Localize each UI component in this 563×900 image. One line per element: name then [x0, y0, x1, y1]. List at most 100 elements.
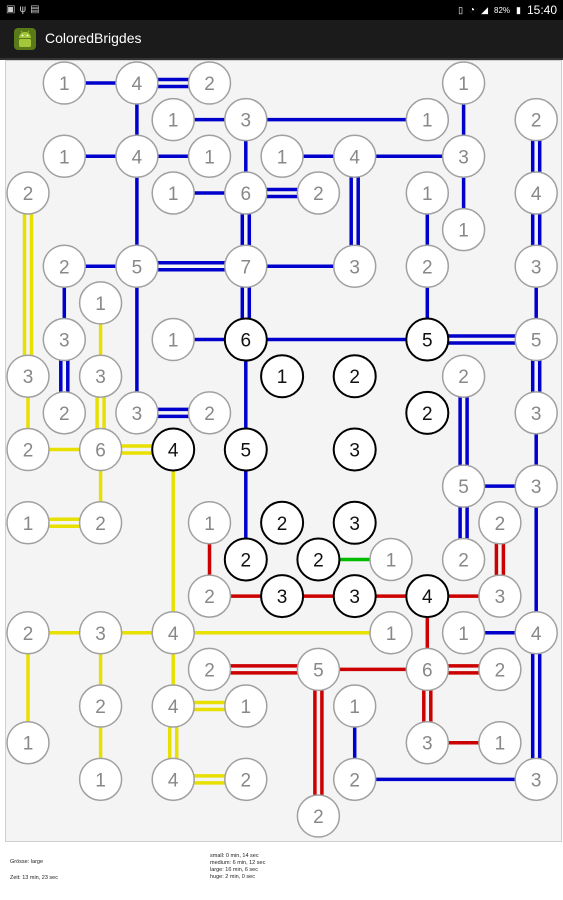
island-f4[interactable]: 3	[332, 244, 377, 288]
island-circle[interactable]	[151, 757, 195, 802]
island-f6[interactable]: 3	[514, 244, 558, 288]
island-i2[interactable]: 3	[78, 354, 123, 398]
island-s3[interactable]: 1	[478, 720, 522, 765]
island-circle[interactable]	[441, 207, 486, 252]
island-l1[interactable]: 5	[441, 464, 486, 508]
island-h3[interactable]: 6	[223, 317, 268, 362]
island-circle[interactable]	[296, 171, 341, 215]
island-circle[interactable]	[478, 647, 522, 692]
island-d1[interactable]: 2	[6, 171, 50, 215]
bridge-q2-u1[interactable]	[313, 669, 324, 816]
island-r4[interactable]: 1	[332, 684, 377, 728]
island-p3[interactable]: 4	[151, 611, 195, 655]
bridge-d1-i1[interactable]	[22, 192, 34, 377]
island-circle[interactable]	[441, 537, 486, 582]
island-t5[interactable]: 3	[514, 757, 558, 802]
island-circle[interactable]	[478, 501, 522, 545]
island-h2[interactable]: 1	[151, 317, 195, 362]
island-k5[interactable]: 3	[332, 427, 377, 472]
island-k4[interactable]: 5	[223, 427, 268, 472]
island-d6[interactable]: 4	[514, 171, 558, 215]
island-circle[interactable]	[441, 464, 486, 508]
island-circle[interactable]	[187, 391, 232, 435]
island-f5[interactable]: 2	[405, 244, 450, 288]
island-circle[interactable]	[405, 244, 450, 288]
island-circle[interactable]	[405, 720, 450, 765]
island-t4[interactable]: 2	[332, 757, 377, 802]
island-m3[interactable]: 1	[187, 501, 232, 545]
island-circle[interactable]	[151, 97, 195, 142]
island-circle[interactable]	[514, 391, 558, 435]
island-j4[interactable]: 2	[405, 390, 450, 435]
bridge-p6-t5[interactable]	[530, 632, 542, 780]
island-circle[interactable]	[187, 501, 232, 545]
island-circle[interactable]	[478, 720, 522, 765]
island-circle[interactable]	[478, 574, 522, 618]
island-j5[interactable]: 3	[514, 391, 558, 435]
island-c5[interactable]: 4	[332, 134, 377, 179]
island-q2[interactable]: 5	[296, 647, 341, 692]
island-circle[interactable]	[514, 317, 558, 362]
island-r1[interactable]: 2	[78, 684, 123, 728]
island-circle[interactable]	[78, 684, 123, 728]
island-m6[interactable]: 2	[478, 501, 522, 545]
island-c4[interactable]: 1	[260, 134, 304, 179]
island-i3[interactable]: 1	[260, 354, 305, 399]
island-circle[interactable]	[332, 500, 377, 545]
island-s1[interactable]: 1	[6, 720, 50, 765]
island-circle[interactable]	[260, 574, 305, 619]
island-circle[interactable]	[405, 97, 450, 142]
island-circle[interactable]	[6, 171, 50, 215]
island-i4[interactable]: 2	[332, 354, 377, 399]
island-circle[interactable]	[224, 97, 268, 142]
island-circle[interactable]	[115, 244, 159, 288]
island-circle[interactable]	[78, 281, 123, 325]
island-circle[interactable]	[332, 134, 377, 179]
island-p4[interactable]: 1	[369, 611, 413, 655]
island-a4[interactable]: 1	[441, 61, 486, 105]
island-q3[interactable]: 6	[405, 647, 450, 692]
island-circle[interactable]	[369, 537, 413, 582]
island-d3[interactable]: 6	[224, 171, 268, 215]
island-b2[interactable]: 3	[224, 97, 268, 142]
island-circle[interactable]	[405, 171, 450, 215]
island-circle[interactable]	[187, 61, 232, 105]
island-a3[interactable]: 2	[187, 61, 232, 105]
island-b1[interactable]: 1	[151, 97, 195, 142]
island-a2[interactable]: 4	[115, 61, 159, 105]
island-circle[interactable]	[296, 537, 341, 582]
island-circle[interactable]	[6, 354, 50, 398]
island-b3[interactable]: 1	[405, 97, 450, 142]
island-circle[interactable]	[260, 354, 305, 399]
island-circle[interactable]	[78, 501, 123, 545]
island-a1[interactable]: 1	[42, 61, 87, 105]
island-circle[interactable]	[332, 757, 377, 802]
island-j3[interactable]: 2	[187, 391, 232, 435]
island-o5[interactable]: 3	[478, 574, 522, 618]
island-circle[interactable]	[187, 647, 232, 692]
island-circle[interactable]	[514, 757, 558, 802]
island-g1[interactable]: 1	[78, 281, 123, 325]
island-f3[interactable]: 7	[224, 244, 268, 288]
island-c2[interactable]: 4	[115, 134, 159, 179]
island-e1[interactable]: 1	[441, 207, 486, 252]
island-d4[interactable]: 2	[296, 171, 341, 215]
island-circle[interactable]	[42, 244, 87, 288]
island-circle[interactable]	[441, 354, 486, 398]
island-circle[interactable]	[151, 171, 195, 215]
island-circle[interactable]	[441, 134, 486, 179]
island-circle[interactable]	[151, 611, 195, 655]
island-circle[interactable]	[224, 757, 268, 802]
island-m2[interactable]: 2	[78, 501, 123, 545]
island-circle[interactable]	[42, 317, 87, 362]
island-circle[interactable]	[514, 97, 558, 142]
island-h5[interactable]: 5	[514, 317, 558, 362]
island-circle[interactable]	[260, 134, 304, 179]
island-circle[interactable]	[296, 794, 341, 838]
island-circle[interactable]	[115, 391, 159, 435]
island-d2[interactable]: 1	[151, 171, 195, 215]
island-circle[interactable]	[223, 427, 268, 472]
island-circle[interactable]	[78, 354, 123, 398]
island-circle[interactable]	[405, 647, 450, 692]
